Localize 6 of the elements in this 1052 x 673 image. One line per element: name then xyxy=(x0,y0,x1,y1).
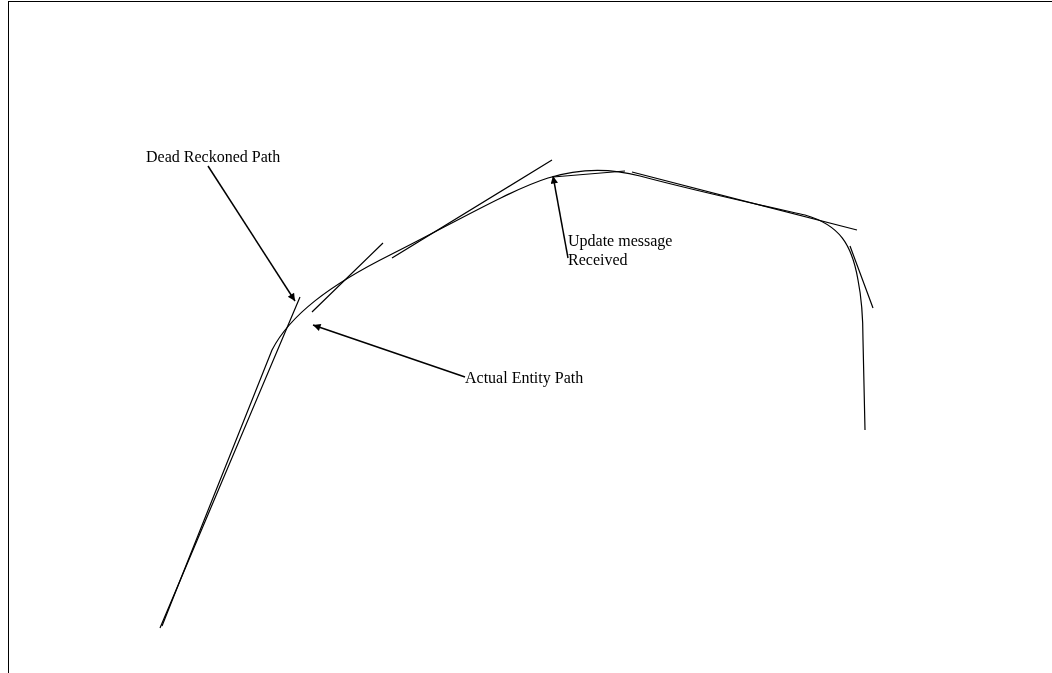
path-label: Dead Reckoned Path xyxy=(146,147,286,166)
leader-line xyxy=(312,323,466,378)
path-label: Update message Received xyxy=(568,231,680,269)
leader-line xyxy=(550,175,569,259)
path-label: Actual Entity Path xyxy=(465,368,595,387)
leader-line xyxy=(207,165,296,302)
